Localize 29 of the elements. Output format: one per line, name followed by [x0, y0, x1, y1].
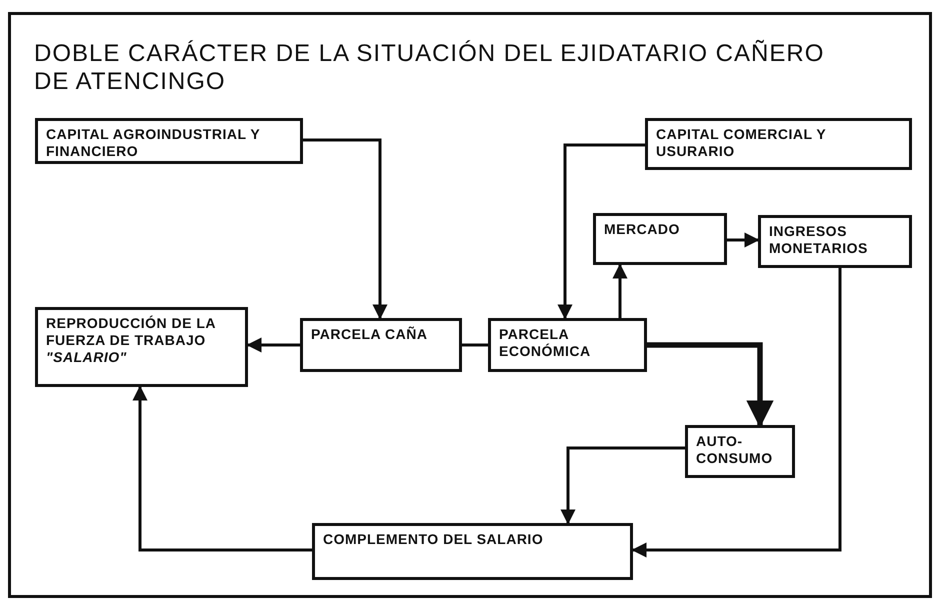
process-box	[312, 523, 633, 580]
process-box	[35, 118, 303, 164]
box-label: PARCELA ECONÓMICA	[499, 326, 592, 360]
process-box	[758, 215, 912, 268]
arrow	[558, 144, 645, 320]
arrow	[632, 268, 842, 558]
process-box	[300, 318, 462, 372]
box-label: INGRESOS MONETARIOS	[769, 223, 869, 257]
arrow	[303, 138, 388, 320]
process-box	[35, 307, 248, 387]
connector-line	[462, 344, 488, 346]
diagram-title: DOBLE CARÁCTER DE LA SITUACIÓN DEL EJIDATARIO CAÑERO DE ATENCINGO	[34, 40, 826, 96]
box-label: PARCELA CAÑA	[311, 326, 428, 343]
arrow	[612, 264, 628, 318]
arrow	[246, 338, 300, 352]
box-label: CAPITAL COMERCIAL Y USURARIO	[656, 126, 828, 160]
arrow	[647, 342, 774, 428]
box-label: MERCADO	[604, 221, 681, 238]
arrow	[132, 386, 312, 552]
process-box	[645, 118, 912, 170]
process-box	[593, 213, 727, 265]
process-box	[488, 318, 647, 372]
arrow	[727, 232, 760, 248]
arrow	[560, 446, 685, 524]
box-label: CAPITAL AGROINDUSTRIAL Y FINANCIERO	[46, 126, 261, 160]
box-label: AUTO- CONSUMO	[696, 433, 774, 467]
box-label: COMPLEMENTO DEL SALARIO	[323, 531, 544, 548]
box-label: REPRODUCCIÓN DE LA FUERZA DE TRABAJO "SALARIO"	[46, 315, 216, 366]
process-box	[685, 425, 795, 478]
